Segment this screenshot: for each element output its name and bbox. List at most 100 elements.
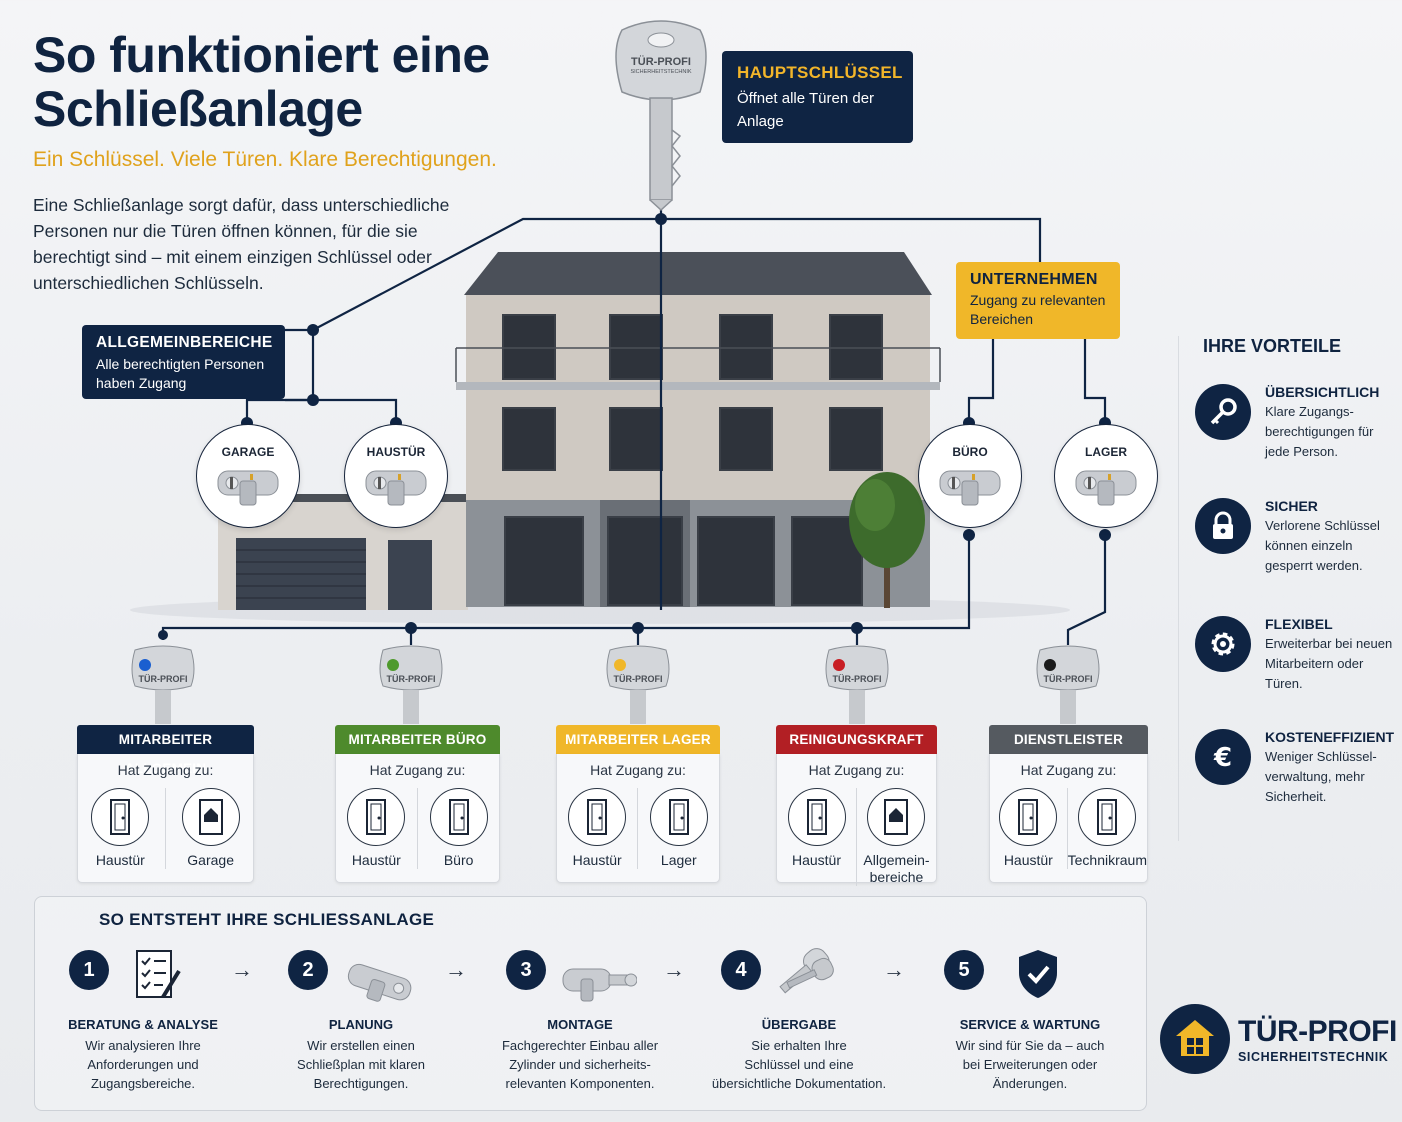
- step-text: Wir erstellen einen Schließplan mit klar…: [297, 1038, 425, 1091]
- common-areas-callout: ALLGEMEINBEREICHE Alle berechtigten Pers…: [82, 325, 285, 399]
- key-brand-label: TÜR-PROFI: [138, 674, 188, 684]
- access-door: Büro: [419, 788, 499, 869]
- key-icon: [1195, 384, 1251, 440]
- access-door: Allgemein- bereiche: [857, 788, 936, 886]
- door-icon-circle: [91, 788, 150, 846]
- access-door: Lager: [639, 788, 719, 869]
- benefit-item: SICHER Verlorene Schlüssel können einzeln…: [1195, 498, 1402, 576]
- lock-label: GARAGE: [221, 445, 275, 459]
- access-door: Haustür: [777, 788, 856, 886]
- access-door: Haustür: [80, 788, 160, 869]
- door-name: Haustür: [791, 852, 842, 868]
- lock-label: BÜRO: [952, 445, 988, 459]
- checklist-icon: [133, 947, 185, 1008]
- key-color-dot: [614, 659, 626, 671]
- door-icon: [448, 799, 469, 835]
- door-icon: [668, 799, 689, 835]
- cylinder-icon: [341, 959, 417, 1014]
- access-label: Hat Zugang zu:: [590, 762, 686, 778]
- door-icon-circle: [568, 788, 627, 846]
- process-step: BERATUNG & ANALYSE Wir analysieren Ihre A…: [49, 1017, 237, 1093]
- step-number: 3: [506, 950, 546, 990]
- door-name: Lager: [660, 852, 697, 868]
- master-key-brand: TÜR-PROFI: [631, 56, 691, 68]
- cylinder-key-icon: [561, 961, 638, 1010]
- arrow-right-icon: →: [883, 957, 905, 982]
- house-logo-icon: [1160, 1004, 1230, 1074]
- role-title: MITARBEITER ALLGEMEIN: [77, 725, 254, 776]
- key-color-dot: [387, 659, 399, 671]
- benefit-title: ÜBERSICHTLICH: [1265, 384, 1380, 400]
- door-icon-circle: [181, 788, 240, 846]
- benefit-title: KOSTENEFFIZIENT: [1265, 729, 1395, 745]
- door-name: Büro: [443, 852, 474, 868]
- door-separator: [637, 788, 639, 869]
- key-brand-label: TÜR-PROFI: [1043, 674, 1093, 684]
- gear-icon: [1195, 616, 1251, 672]
- keys-icon: [770, 945, 842, 1008]
- step-number: 4: [721, 950, 761, 990]
- access-label: Hat Zugang zu:: [369, 762, 466, 778]
- benefit-title: SICHER: [1265, 498, 1318, 514]
- brand-subtitle: SICHERHEITSTECHNIK: [1238, 1050, 1389, 1064]
- master-key-graphic: [615, 20, 707, 212]
- door-icon-circle: [1078, 788, 1137, 846]
- company-title: UNTERNEHMEN: [970, 271, 1098, 288]
- step-title: SERVICE & WARTUNG: [959, 1017, 1101, 1032]
- arrow-right-icon: →: [663, 957, 685, 982]
- access-door: Technikraum: [1068, 788, 1147, 869]
- door-name: Haustür: [572, 852, 622, 868]
- lock-cylinder-icon: [939, 470, 1001, 506]
- lock-label: HAUSTÜR: [366, 445, 426, 459]
- key-color-dot: [139, 659, 151, 671]
- garage-door-icon: [884, 799, 909, 835]
- master-key-text: Öffnet alle Türen der Anlage: [737, 90, 875, 130]
- step-number: 5: [944, 950, 984, 990]
- step-title: ÜBERGABE: [761, 1017, 837, 1032]
- euro-icon: €: [1195, 729, 1251, 785]
- role-title: DIENSTLEISTER: [989, 725, 1148, 754]
- master-key-callout: HAUPTSCHLÜSSEL Öffnet alle Türen der Anl…: [722, 51, 913, 143]
- brand-name: TÜR-PROFI: [1238, 1015, 1397, 1048]
- door-name: Haustür: [351, 852, 401, 868]
- main-house: [455, 252, 941, 608]
- door-icon: [587, 799, 608, 835]
- door-icon-circle: [347, 788, 406, 846]
- door-separator: [416, 788, 418, 869]
- garage-door-icon: [198, 799, 223, 835]
- door-name: Allgemein- bereiche: [863, 852, 930, 885]
- tagline: Ein Schlüssel. Viele Türen. Klare Berech…: [33, 148, 497, 171]
- benefit-text: Verlorene Schlüssel können einzeln gespe…: [1265, 518, 1380, 573]
- master-key-brand-sub: SICHERHEITSTECHNIK: [630, 69, 692, 75]
- step-text: Wir analysieren Ihre Anforderungen und Z…: [85, 1038, 201, 1091]
- lock-cylinder-icon: [365, 470, 427, 506]
- door-name: Haustür: [1003, 852, 1053, 868]
- company-callout: UNTERNEHMEN Zugang zu relevanten Bereich…: [956, 262, 1120, 339]
- intro-text: Eine Schließanlage sorgt dafür, dass unt…: [33, 195, 450, 293]
- access-door: Haustür: [336, 788, 416, 869]
- access-door: Haustür: [557, 788, 637, 869]
- step-title: BERATUNG & ANALYSE: [68, 1017, 218, 1032]
- lock-garage: GARAGE: [196, 424, 300, 528]
- common-areas-text: Alle berechtigten Personen haben Zugang: [96, 356, 265, 391]
- door-name: Garage: [187, 852, 234, 868]
- common-areas-title: ALLGEMEINBEREICHE: [96, 334, 273, 351]
- step-title: MONTAGE: [547, 1017, 613, 1032]
- access-label: Hat Zugang zu:: [808, 762, 905, 778]
- access-door: Garage: [171, 788, 251, 869]
- page-title: So funktioniert eine Schließanlage: [33, 27, 490, 137]
- door-name: Technikraum: [1067, 852, 1147, 868]
- benefit-text: Weniger Schlüssel- verwaltung, mehr Sich…: [1265, 749, 1377, 804]
- access-door: Haustür: [990, 788, 1067, 869]
- door-icon: [1018, 799, 1039, 835]
- door-name: Haustür: [95, 852, 145, 868]
- diagram-illustration: [130, 20, 1111, 724]
- role-title: REINIGUNGSKRAFT: [776, 725, 937, 754]
